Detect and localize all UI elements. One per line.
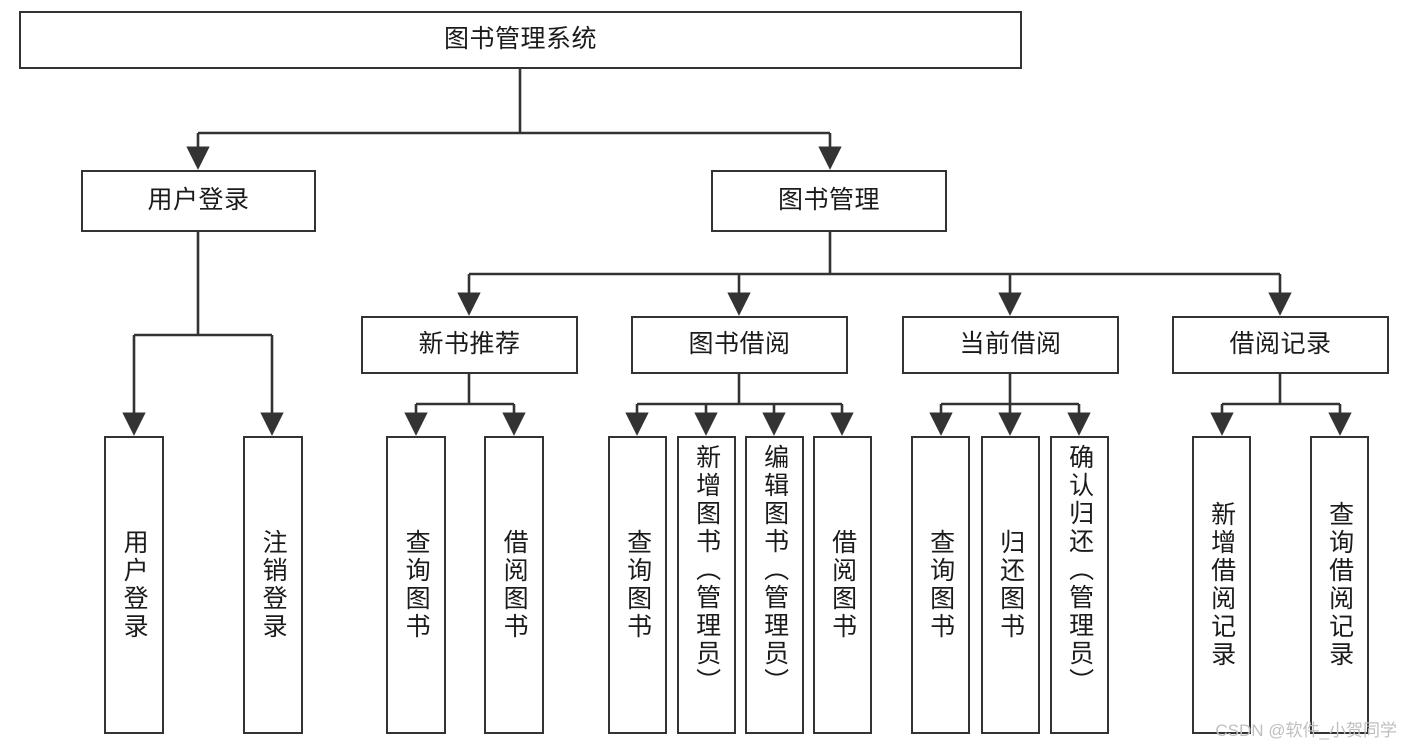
node-label: 用户登录 <box>120 529 149 641</box>
leaf-current-borrow-confirm-return[interactable]: 确认归还（管理员） <box>1050 436 1109 734</box>
node-current-borrow[interactable]: 当前借阅 <box>902 316 1119 374</box>
node-label: 注销登录 <box>259 529 288 641</box>
leaf-user-login-logout[interactable]: 注销登录 <box>243 436 303 734</box>
node-label: 图书借阅 <box>688 330 791 359</box>
node-label: 归还图书 <box>996 529 1025 641</box>
leaf-borrow-record-add-record[interactable]: 新增借阅记录 <box>1192 436 1251 734</box>
node-label: 查询图书 <box>402 529 431 641</box>
watermark-text: CSDN @软件_小贺同学 <box>1215 721 1397 740</box>
leaf-book-borrow-add-book[interactable]: 新增图书（管理员） <box>677 436 736 734</box>
node-label: 新增图书（管理员） <box>692 444 721 696</box>
node-root-system[interactable]: 图书管理系统 <box>19 11 1022 69</box>
leaf-new-book-query-book[interactable]: 查询图书 <box>386 436 446 734</box>
node-label: 借阅图书 <box>828 529 857 641</box>
node-label: 新书推荐 <box>418 330 521 359</box>
leaf-book-borrow-borrow-book[interactable]: 借阅图书 <box>813 436 872 734</box>
node-label: 查询图书 <box>623 529 652 641</box>
node-label: 新增借阅记录 <box>1207 501 1236 669</box>
node-label: 编辑图书（管理员） <box>760 444 789 696</box>
node-label: 用户登录 <box>147 186 250 215</box>
leaf-current-borrow-query-book[interactable]: 查询图书 <box>911 436 970 734</box>
leaf-book-borrow-edit-book[interactable]: 编辑图书（管理员） <box>745 436 804 734</box>
node-book-management[interactable]: 图书管理 <box>711 170 947 232</box>
leaf-borrow-record-query-record[interactable]: 查询借阅记录 <box>1310 436 1369 734</box>
leaf-book-borrow-query-book[interactable]: 查询图书 <box>608 436 667 734</box>
leaf-current-borrow-return-book[interactable]: 归还图书 <box>981 436 1040 734</box>
node-label: 确认归还（管理员） <box>1065 444 1094 696</box>
leaf-new-book-borrow-book[interactable]: 借阅图书 <box>484 436 544 734</box>
leaf-user-login-login[interactable]: 用户登录 <box>104 436 164 734</box>
node-borrow-record[interactable]: 借阅记录 <box>1172 316 1389 374</box>
node-label: 图书管理系统 <box>443 25 597 54</box>
node-label: 图书管理 <box>777 186 880 215</box>
node-label: 当前借阅 <box>959 330 1062 359</box>
node-label: 借阅图书 <box>500 529 529 641</box>
node-label: 借阅记录 <box>1229 330 1332 359</box>
node-label: 查询借阅记录 <box>1325 501 1354 669</box>
node-book-borrow[interactable]: 图书借阅 <box>631 316 848 374</box>
node-new-book-recommend[interactable]: 新书推荐 <box>361 316 578 374</box>
node-user-login[interactable]: 用户登录 <box>81 170 316 232</box>
node-label: 查询图书 <box>926 529 955 641</box>
